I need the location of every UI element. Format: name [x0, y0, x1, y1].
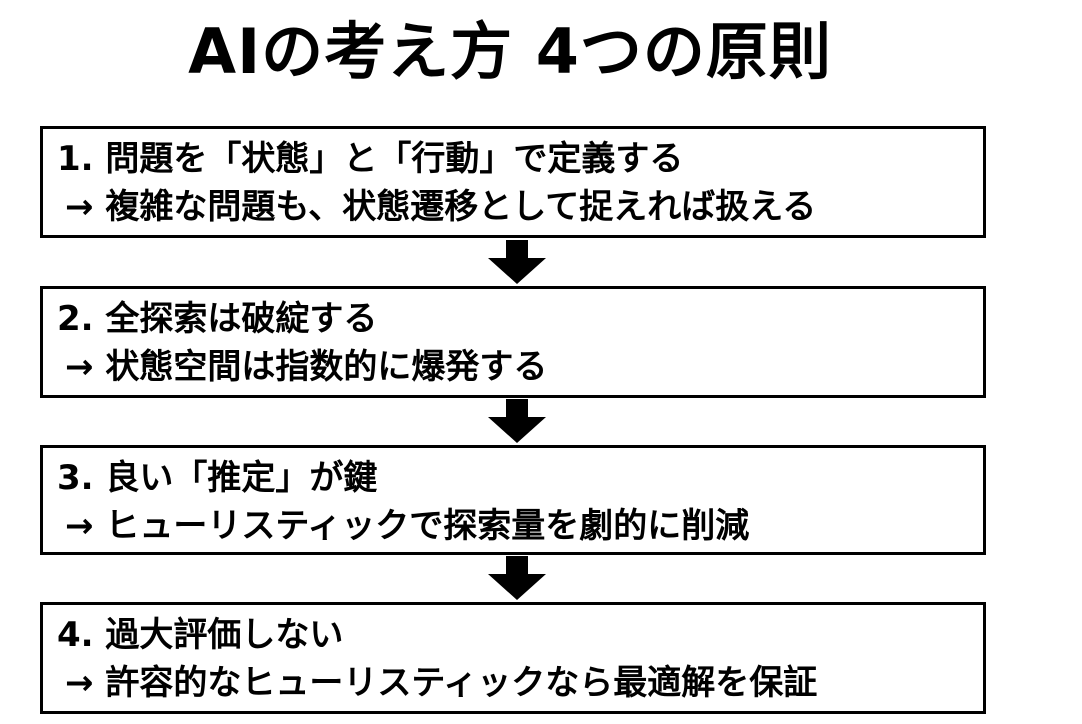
down-arrow-icon	[488, 399, 546, 443]
principle-heading: 1. 問題を「状態」と「行動」で定義する	[57, 139, 684, 179]
principle-detail: → ヒューリスティックで探索量を劇的に削減	[65, 506, 750, 546]
principle-box-2: 2. 全探索は破綻する → 状態空間は指数的に爆発する	[40, 286, 986, 398]
principle-heading: 3. 良い「推定」が鍵	[57, 458, 378, 498]
principle-box-4: 4. 過大評価しない → 許容的なヒューリスティックなら最適解を保証	[40, 602, 986, 714]
down-arrow-icon	[488, 556, 546, 600]
principle-detail: → 状態空間は指数的に爆発する	[65, 347, 548, 387]
principle-box-1: 1. 問題を「状態」と「行動」で定義する → 複雑な問題も、状態遷移として捉えれ…	[40, 126, 986, 238]
principle-heading: 2. 全探索は破綻する	[57, 299, 378, 339]
page-title: AIの考え方 4つの原則	[188, 15, 832, 88]
principle-heading: 4. 過大評価しない	[57, 615, 344, 655]
principle-detail: → 許容的なヒューリスティックなら最適解を保証	[65, 663, 818, 703]
down-arrow-icon	[488, 240, 546, 284]
principle-box-3: 3. 良い「推定」が鍵 → ヒューリスティックで探索量を劇的に削減	[40, 445, 986, 555]
principle-detail: → 複雑な問題も、状態遷移として捉えれば扱える	[65, 187, 817, 227]
